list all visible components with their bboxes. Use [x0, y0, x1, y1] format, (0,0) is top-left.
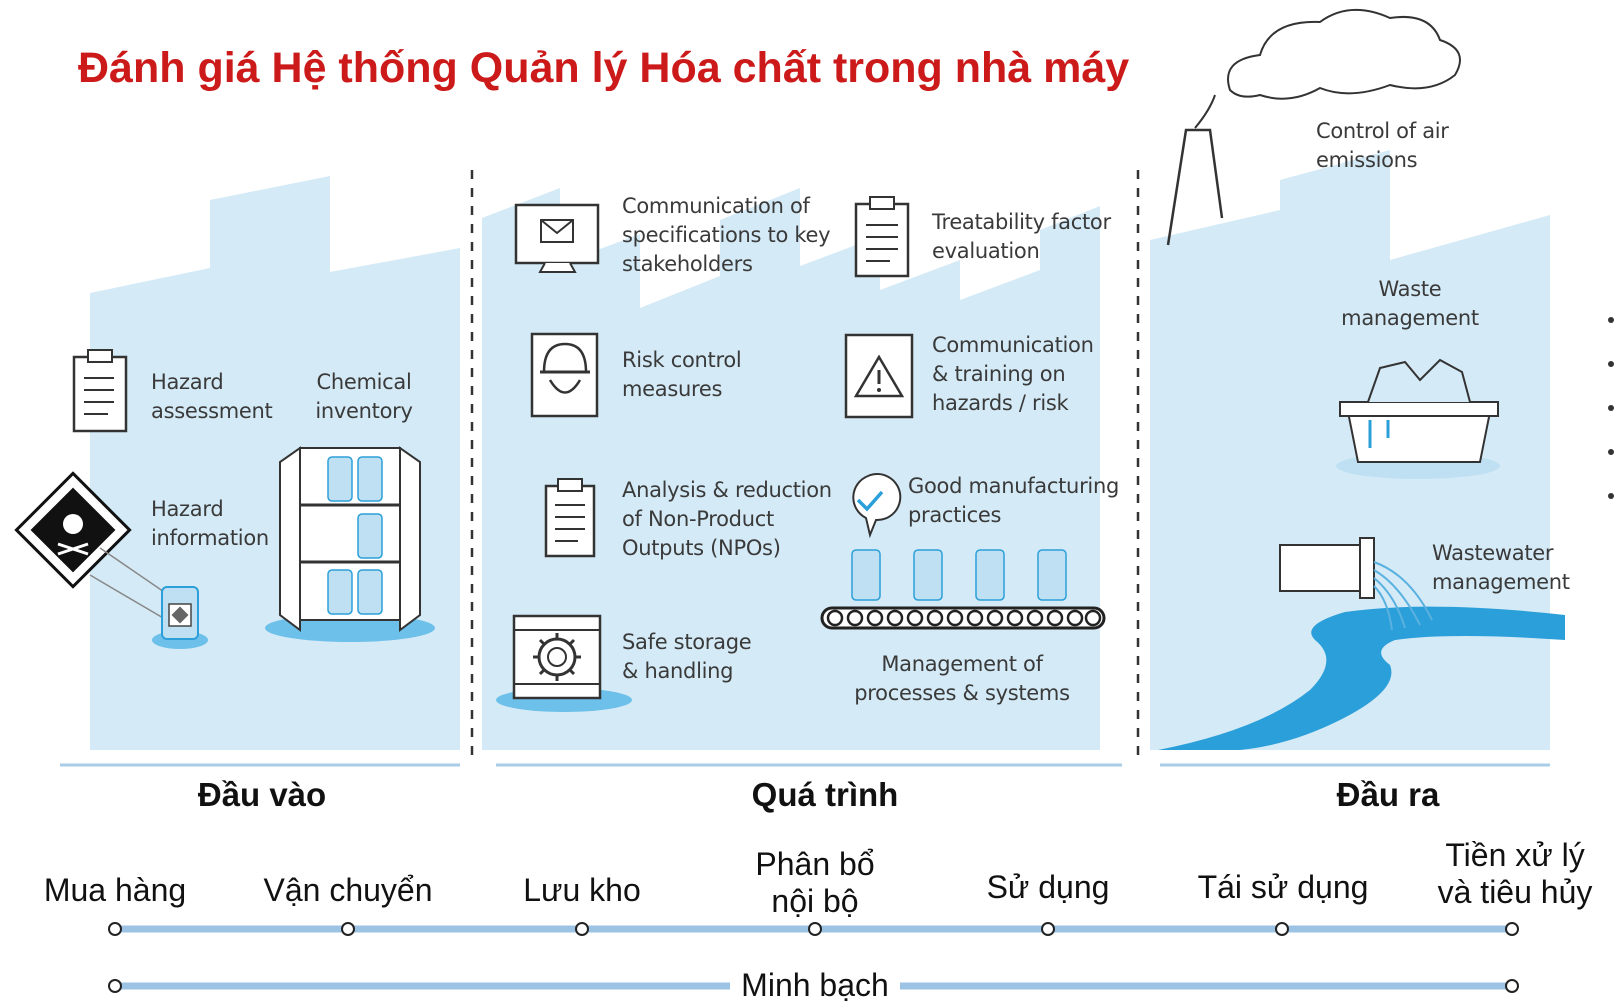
section-process: Quá trình [751, 776, 899, 813]
monitor-mail-icon [514, 203, 600, 273]
stage-use: Sử dụng [986, 869, 1110, 905]
cabinet-icon [265, 446, 435, 642]
conveyor-icon [820, 549, 1106, 630]
page-title: Đánh giá Hệ thống Quản lý Hóa chất trong… [78, 44, 1130, 92]
cloud-icon [1227, 8, 1461, 100]
stage-purchasing: Mua hàng [43, 872, 187, 908]
building-output [1150, 150, 1550, 750]
stage-reuse: Tái sử dụng [1197, 869, 1369, 905]
label-safe-storage: Safe storage& handling [622, 630, 752, 683]
bullet-dot [1608, 449, 1614, 455]
gear-storage-icon [496, 614, 632, 712]
bullet-dot [1608, 405, 1614, 411]
clipboard-icon [854, 196, 910, 278]
check-bubble-icon [852, 473, 902, 539]
timeline-nodes [108, 922, 1519, 993]
pipe-icon [1279, 537, 1433, 631]
section-input: Đầu vào [197, 776, 327, 813]
waste-bin-icon [1336, 358, 1500, 479]
chemical-drum-icon [152, 586, 208, 649]
clipboard-icon [544, 478, 596, 558]
warning-triangle-icon [844, 333, 914, 419]
helmet-icon [530, 332, 599, 418]
stage-storage: Lưu kho [523, 872, 641, 908]
hazard-diamond-icon [14, 471, 171, 623]
stage-transport: Vận chuyển [263, 872, 433, 908]
river [1158, 606, 1565, 750]
chimney-icon [1166, 128, 1224, 246]
clipboard-icon [72, 349, 128, 433]
bullet-dot [1608, 317, 1614, 323]
bullet-dot [1608, 493, 1614, 499]
transparency-label: Minh bạch [730, 967, 900, 1004]
section-output: Đầu ra [1336, 776, 1440, 813]
bullet-dot [1608, 361, 1614, 367]
